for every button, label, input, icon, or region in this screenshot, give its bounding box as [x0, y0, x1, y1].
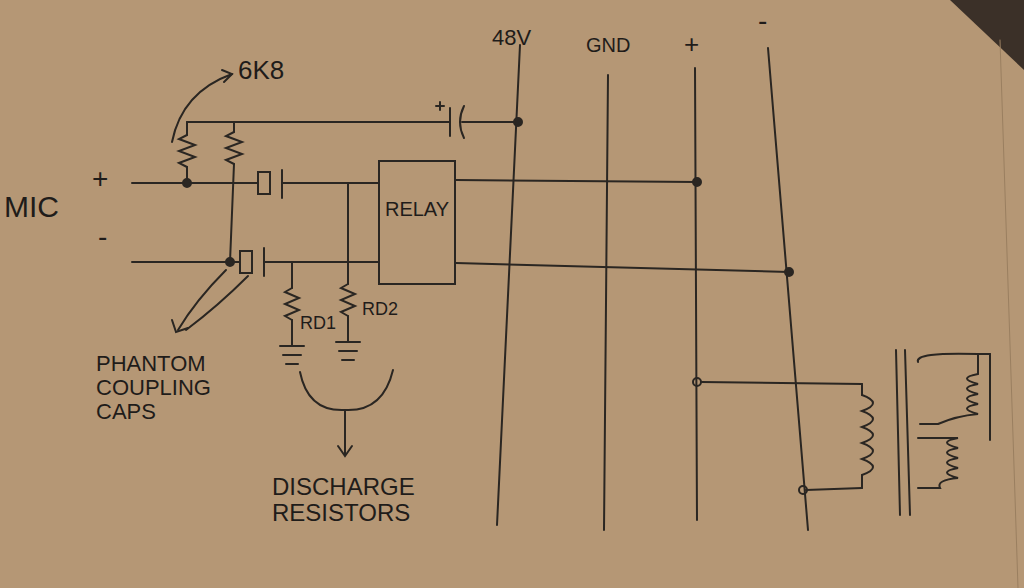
polarity-mark: + — [684, 30, 699, 59]
polarity-mark: - — [758, 6, 767, 37]
resistor-value: 6K8 — [238, 56, 284, 85]
resistor-symbol — [226, 122, 242, 262]
wire — [187, 121, 440, 123]
board-shadow — [950, 0, 1024, 70]
junction-dot — [183, 179, 191, 187]
part-name: RD1 — [300, 314, 336, 334]
wire — [456, 180, 697, 182]
note: PHANTOM COUPLING CAPS — [96, 352, 246, 425]
relay-box: RELAY — [378, 160, 456, 285]
leader-arrow — [172, 270, 248, 332]
resistor-symbol — [179, 122, 195, 183]
junction-dot — [514, 118, 522, 126]
rail-plus — [695, 68, 697, 520]
polarity-mark: - — [98, 222, 107, 253]
junction-dot — [693, 178, 701, 186]
resistor-symbol — [280, 262, 304, 364]
leader-brace — [300, 370, 393, 456]
leader-arrow — [172, 70, 232, 142]
wire — [456, 263, 789, 272]
part-name: RELAY — [380, 198, 454, 221]
wire — [132, 182, 258, 184]
resistor-symbol — [336, 183, 360, 360]
polarity-mark: + — [92, 164, 108, 195]
capacitor-symbol — [240, 248, 378, 276]
rail-gnd — [604, 75, 608, 530]
junction-dot — [785, 268, 793, 276]
note: DISCHARGE RESISTORS — [272, 474, 482, 527]
rail-minus — [768, 48, 808, 530]
rail-name: GND — [586, 34, 630, 56]
wire — [132, 261, 240, 263]
board-edge — [1000, 40, 1018, 588]
capacitor-symbol — [258, 170, 378, 198]
transformer-symbol — [693, 350, 990, 515]
rail-name: 48V — [492, 26, 531, 50]
electrolytic-capacitor — [436, 102, 518, 138]
signal-name: MIC — [4, 190, 59, 223]
junction-dot — [226, 258, 234, 266]
part-name: RD2 — [362, 300, 398, 320]
rail-48v — [497, 45, 520, 525]
